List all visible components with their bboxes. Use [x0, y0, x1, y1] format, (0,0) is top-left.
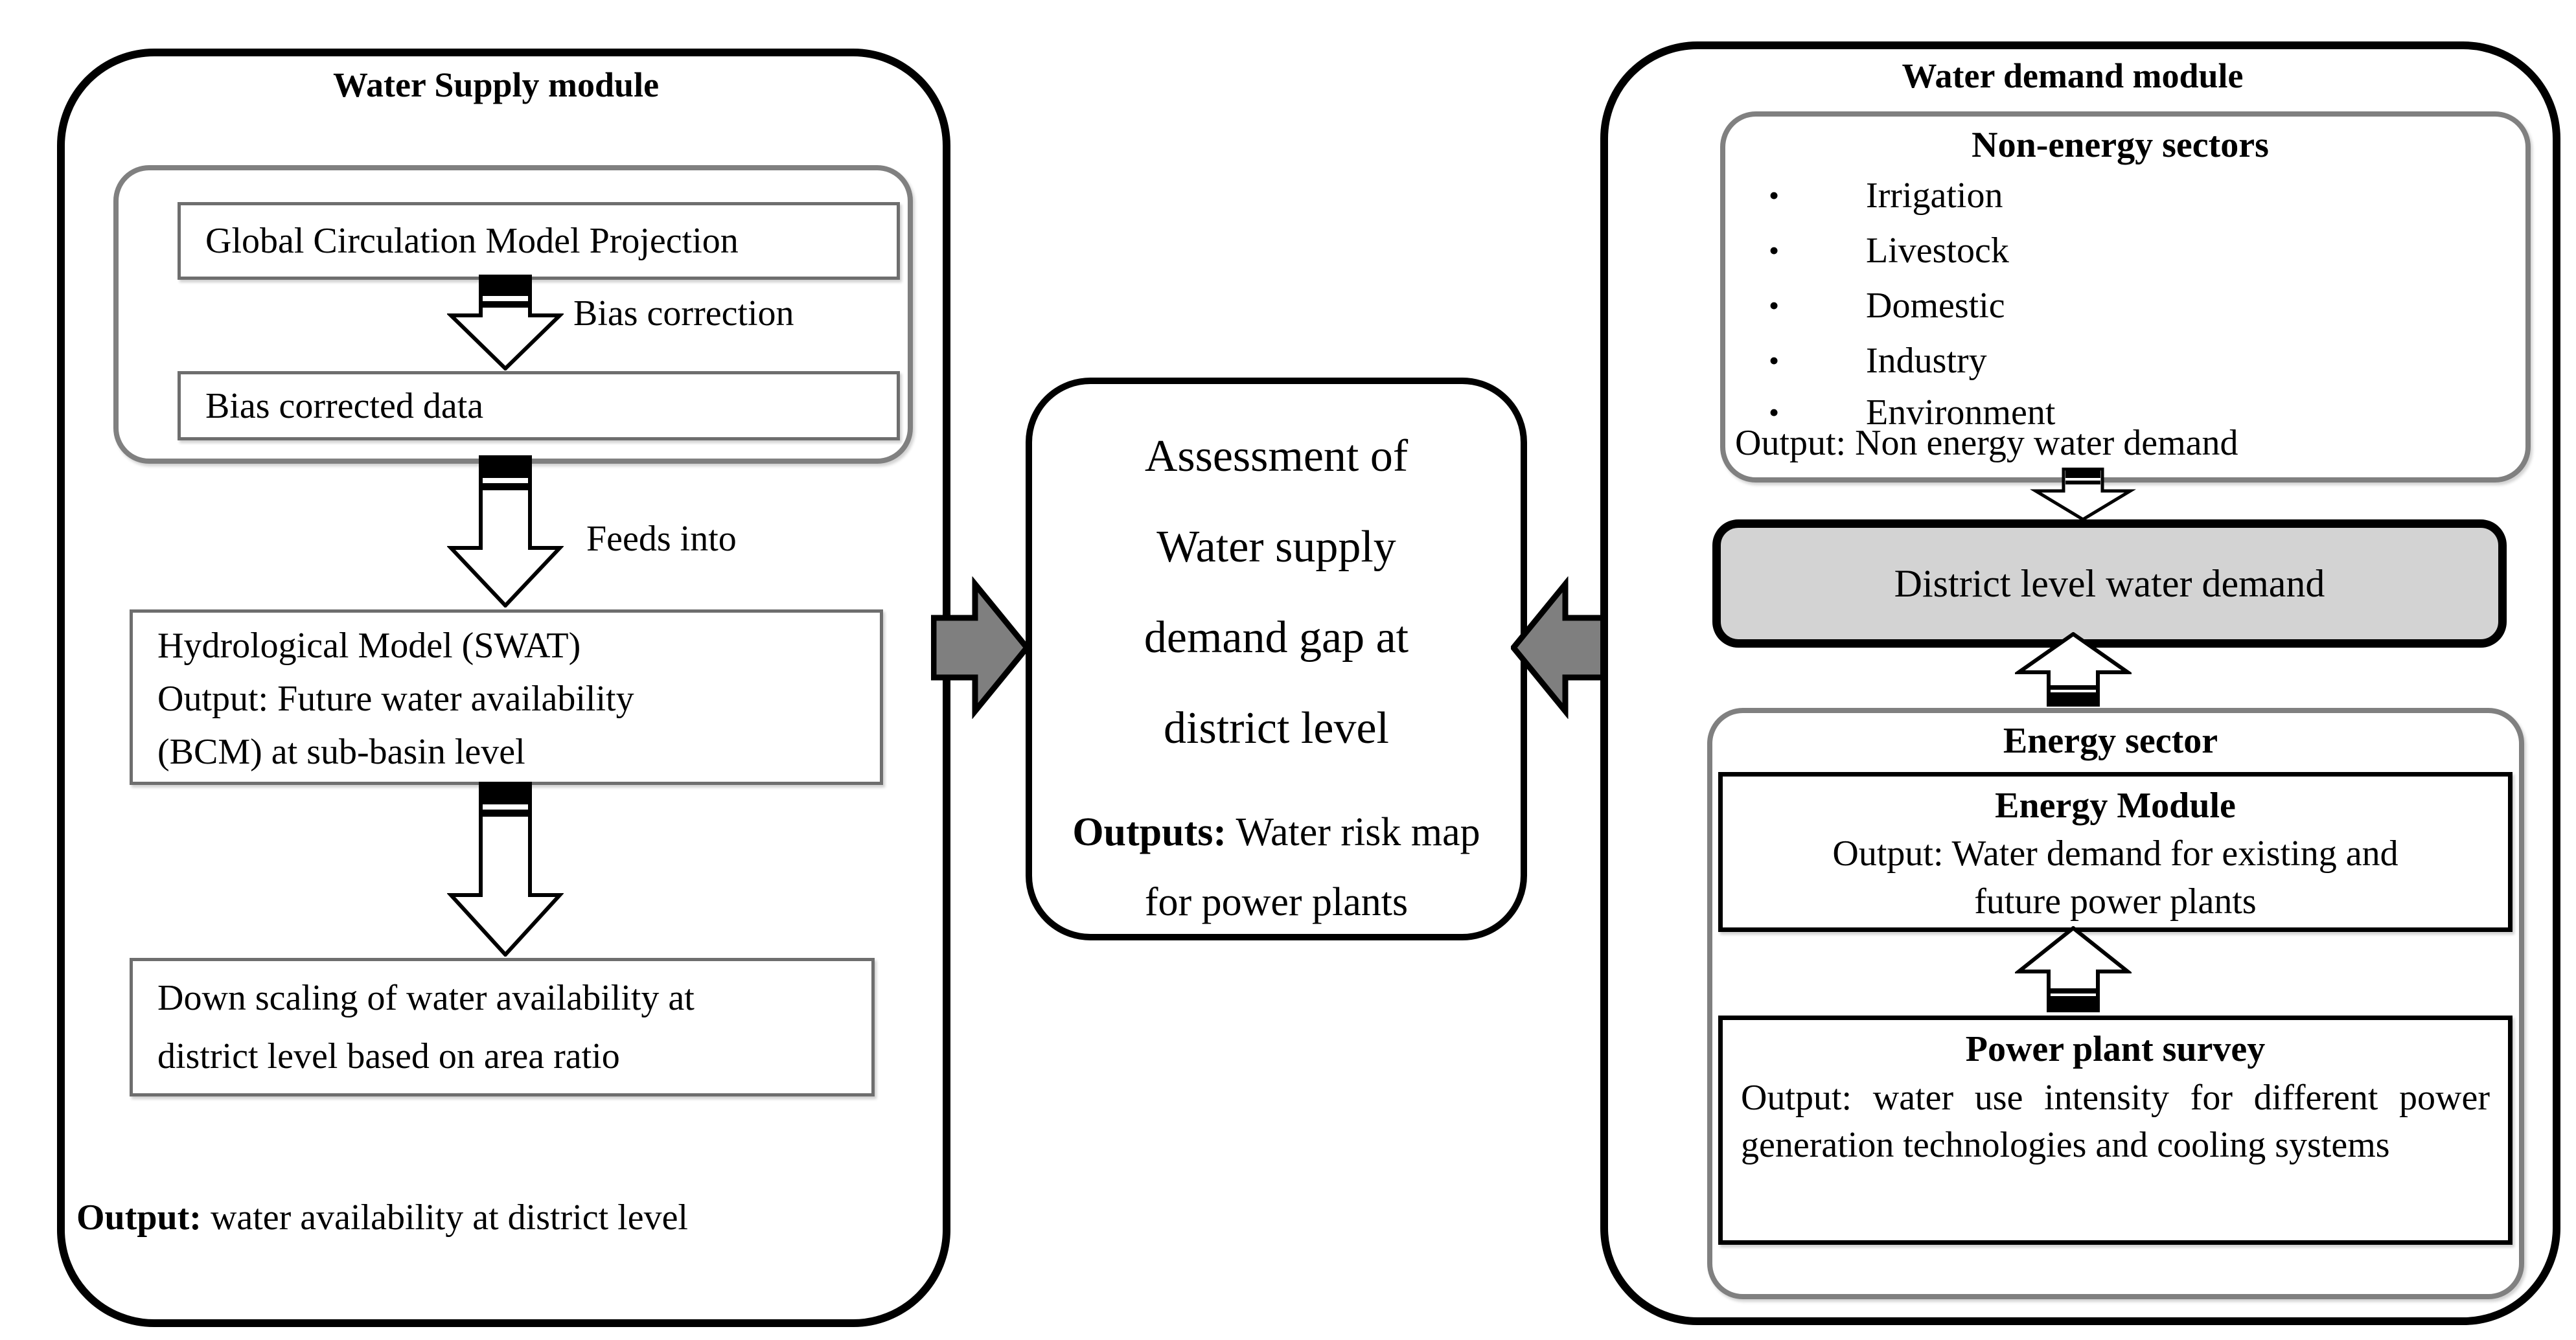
energy-sector-heading: Energy sector [2003, 721, 2218, 761]
bullet-dot-icon: • [1769, 179, 1780, 212]
right-block-arrow-icon [931, 576, 1029, 719]
list-item: • Livestock [1736, 225, 2009, 277]
output-label-rest: water availability at district level [201, 1198, 688, 1238]
down-block-arrow-icon [447, 455, 564, 608]
assessment-title-line: demand gap at [1144, 613, 1409, 663]
bias-corrected-data-box: Bias corrected data [178, 371, 900, 440]
energy-module-heading: Energy Module [1995, 786, 2236, 826]
sector-label: Irrigation [1866, 176, 2003, 216]
assessment-title-line: Assessment of [1144, 431, 1409, 481]
assessment-outputs-rest: Water risk map for power plants [1144, 810, 1480, 924]
sector-label: Environment [1866, 392, 2056, 433]
up-block-arrow-icon [2015, 632, 2132, 707]
energy-module-box: Energy Module Output: Water demand for e… [1718, 772, 2513, 932]
down-block-arrow-icon [447, 275, 564, 370]
non-energy-sectors-heading: Non-energy sectors [1972, 125, 2269, 165]
bullet-dot-icon: • [1769, 234, 1780, 267]
bias-correction-arrow-label: Bias correction [573, 293, 794, 334]
hydrological-model-line: (BCM) at sub-basin level [157, 732, 525, 772]
downscaling-box: Down scaling of water availability at di… [130, 958, 875, 1096]
assessment-box: Assessment of Water supply demand gap at… [1026, 378, 1527, 940]
sector-label: Domestic [1866, 286, 2005, 326]
assessment-outputs-bold: Outputs: [1072, 810, 1227, 854]
assessment-title: Assessment of Water supply demand gap at… [1032, 411, 1521, 774]
gcm-projection-box: Global Circulation Model Projection [178, 202, 900, 280]
water-supply-output-label: Output: water availability at district l… [76, 1197, 919, 1238]
feeds-into-arrow-label: Feeds into [586, 519, 737, 559]
district-water-demand-label: District level water demand [1894, 562, 2325, 605]
down-block-arrow-icon [447, 782, 564, 957]
district-water-demand-box: District level water demand [1712, 519, 2507, 648]
down-block-arrow-icon [2030, 468, 2136, 521]
water-supply-module-title: Water Supply module [332, 65, 660, 104]
water-demand-module-title: Water demand module [1902, 56, 2244, 95]
output-label-bold: Output: [76, 1198, 201, 1238]
power-plant-survey-heading: Power plant survey [1965, 1029, 2266, 1069]
non-energy-output-label: Output: Non energy water demand [1735, 423, 2238, 463]
up-block-arrow-icon [2015, 926, 2132, 1012]
assessment-outputs: Outputs: Water risk map for power plants [1069, 797, 1484, 937]
non-energy-sectors-container [1720, 111, 2531, 483]
assessment-title-line: Water supply [1156, 522, 1396, 572]
list-item: • Domestic [1736, 280, 2005, 332]
power-plant-survey-body: Output: water use intensity for differen… [1741, 1078, 2490, 1165]
hydrological-model-line: Hydrological Model (SWAT) [157, 626, 581, 666]
downscaling-line: district level based on area ratio [157, 1036, 620, 1076]
list-item: • Environment [1736, 387, 2055, 438]
downscaling-line: Down scaling of water availability at [157, 978, 695, 1018]
sector-label: Industry [1866, 341, 1987, 381]
hydrological-model-box: Hydrological Model (SWAT) Output: Future… [130, 609, 883, 785]
power-plant-survey-box: Power plant survey Output: water use int… [1718, 1016, 2513, 1245]
bullet-dot-icon: • [1769, 289, 1780, 322]
bullet-dot-icon: • [1769, 396, 1780, 429]
energy-module-line: future power plants [1974, 881, 2257, 922]
bias-corrected-data-label: Bias corrected data [205, 385, 484, 426]
energy-module-line: Output: Water demand for existing and [1832, 834, 2398, 874]
left-block-arrow-icon [1511, 576, 1609, 719]
gcm-projection-label: Global Circulation Model Projection [205, 221, 739, 261]
hydrological-model-line: Output: Future water availability [157, 679, 634, 719]
list-item: • Irrigation [1736, 170, 2003, 221]
bullet-dot-icon: • [1769, 344, 1780, 377]
list-item: • Industry [1736, 335, 1987, 387]
assessment-title-line: district level [1164, 703, 1389, 753]
sector-label: Livestock [1866, 231, 2009, 271]
